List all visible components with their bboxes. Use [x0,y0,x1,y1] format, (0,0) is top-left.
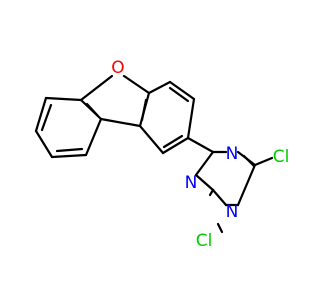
nitrogen-atom-label-lower: N [226,202,239,222]
atom-labels: O N N N Cl Cl [111,58,289,251]
bond-line [211,188,228,207]
bond-line [168,86,190,103]
bond-line [147,80,172,95]
bond-line [216,222,224,234]
bond-line [55,147,84,153]
nitrogen-atom-label-upper: N [226,144,239,164]
structure-diagram: O N N N Cl Cl [34,58,289,251]
bond-line [84,117,103,157]
chlorine-atom-label-bottom: Cl [196,231,213,251]
bond-line [85,102,100,118]
nitrogen-atom-label-left: N [185,173,198,193]
bond-line [122,74,151,95]
bond-line [40,103,53,132]
bond-line [138,124,165,155]
bond-line [34,129,54,159]
bond-line [44,96,83,102]
chlorine-atom-label-right: Cl [273,147,290,167]
bond-line [253,156,274,167]
bonds [34,74,274,234]
structure-canvas: O N N N Cl Cl [34,58,289,251]
bond-line [186,97,196,140]
bond-line [99,117,142,128]
bond-line [236,163,257,207]
bond-line [194,150,215,177]
bond-line [34,96,48,133]
bond-line [50,153,88,159]
oxygen-atom-label: O [111,58,124,78]
bond-line [162,134,184,149]
bond-line [79,74,114,102]
bond-line [186,136,215,154]
bond-line [242,154,256,168]
bond-line [161,136,190,155]
bond-line [140,98,148,122]
bond-line [168,80,196,101]
bond-line [194,173,215,192]
